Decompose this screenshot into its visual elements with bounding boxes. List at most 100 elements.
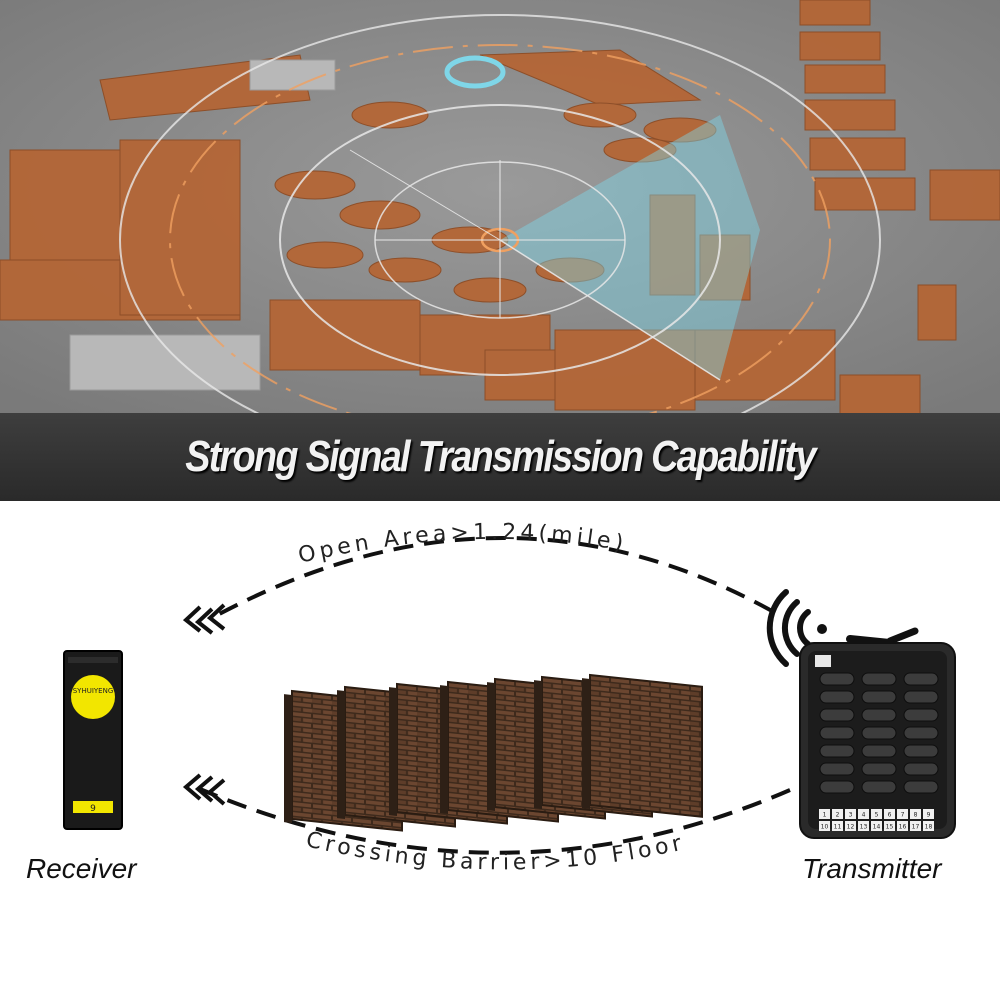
receiver-label: Receiver [26, 853, 137, 884]
building-block [9, 149, 121, 261]
title-banner: Strong Signal Transmission Capability [0, 413, 1000, 501]
keypad-key-label: 5 [875, 812, 879, 819]
building-block [69, 334, 261, 391]
antenna [886, 627, 919, 645]
building-block [699, 234, 751, 301]
keypad-key[interactable]: 9 [923, 809, 934, 819]
keypad-key-label: 6 [888, 812, 892, 819]
keypad-key[interactable]: 18 [923, 821, 934, 831]
pager-slot [819, 726, 855, 740]
receiver-number: 9 [90, 804, 96, 814]
keypad-key-label: 2 [836, 812, 840, 819]
keypad-key[interactable]: 15 [884, 821, 895, 831]
pager-slot [903, 762, 939, 776]
keypad-key[interactable]: 7 [897, 809, 908, 819]
pager-slot [903, 744, 939, 758]
booth-ellipse [453, 277, 527, 303]
keypad-key-label: 16 [899, 824, 907, 831]
keypad-key[interactable]: 5 [871, 809, 882, 819]
booth-ellipse [274, 170, 356, 200]
booth-ellipse [368, 257, 442, 283]
building-block [804, 64, 886, 94]
keypad-key[interactable]: 12 [845, 821, 856, 831]
pager-slot [903, 672, 939, 686]
wifi-signal-icon [766, 589, 827, 667]
building-block [479, 49, 702, 106]
keypad-key[interactable]: 8 [910, 809, 921, 819]
indicator-light [815, 655, 831, 667]
transmitter-label: Transmitter [802, 853, 942, 884]
keypad-key-label: 14 [873, 824, 881, 831]
keypad-key-label: 9 [927, 812, 931, 819]
keypad-key[interactable]: 2 [832, 809, 843, 819]
floor-map-illustration [0, 0, 1000, 415]
keypad-key[interactable]: 6 [884, 809, 895, 819]
arrowhead-left-icon [182, 603, 226, 635]
receiver-number-plate [73, 801, 113, 813]
pager-slot [819, 744, 855, 758]
pager-slot [819, 762, 855, 776]
keypad-key-label: 11 [834, 824, 842, 831]
brick-wall-icon [284, 673, 703, 832]
keypad-key[interactable]: 4 [858, 809, 869, 819]
keypad-key[interactable]: 1 [819, 809, 830, 819]
booth-ellipse [535, 257, 605, 283]
building-block [804, 99, 896, 131]
pager-slot [861, 708, 897, 722]
building-block [554, 329, 696, 411]
pager-slot [861, 744, 897, 758]
building-block [929, 169, 1000, 221]
building-block [694, 329, 836, 401]
building-block [839, 374, 921, 415]
building-block [249, 59, 336, 91]
radar-sweep [500, 115, 760, 380]
keypad-key[interactable]: 3 [845, 809, 856, 819]
pager-slot [861, 726, 897, 740]
keypad-key-label: 15 [886, 824, 894, 831]
receiver-device: SYHUIYENG 9 [63, 650, 123, 830]
pager-slot [819, 780, 855, 794]
booth-ellipse [563, 102, 637, 128]
keypad-key[interactable]: 16 [897, 821, 908, 831]
pager-slot [819, 672, 855, 686]
booth-ellipse [339, 200, 421, 230]
keypad-key[interactable]: 11 [832, 821, 843, 831]
building-block [799, 31, 881, 61]
building-block [917, 284, 957, 341]
barrier-range-label: Crossing Barrier>10 Floor [304, 828, 688, 876]
pager-slot [819, 708, 855, 722]
building-block [799, 0, 871, 26]
pager-slot [903, 708, 939, 722]
keypad-key-label: 3 [849, 812, 853, 819]
booth-ellipse [603, 137, 677, 163]
booth-ellipse [643, 117, 717, 143]
booth-ellipse [351, 101, 429, 129]
transmission-diagram: Open Area>1.24(mile) Crossing Barrier>10… [0, 501, 1000, 1000]
keypad-key[interactable]: 14 [871, 821, 882, 831]
keypad-key[interactable]: 13 [858, 821, 869, 831]
pager-slot [861, 780, 897, 794]
pager-slot [903, 690, 939, 704]
building-block [649, 194, 696, 296]
pager-slot [861, 762, 897, 776]
keypad-key-label: 8 [914, 812, 918, 819]
keypad-key-label: 13 [860, 824, 868, 831]
keypad-key[interactable]: 17 [910, 821, 921, 831]
map-grey-blocks [69, 59, 336, 391]
keypad-key-label: 7 [901, 812, 905, 819]
pager-slot [903, 726, 939, 740]
banner-title: Strong Signal Transmission Capability [185, 432, 816, 481]
arrowhead-left-icon [182, 773, 226, 806]
receiver-brand: SYHUIYENG [73, 687, 114, 695]
diagram-canvas: Open Area>1.24(mile) Crossing Barrier>10… [63, 520, 956, 876]
keypad-key-label: 18 [925, 824, 933, 831]
building-block [814, 177, 916, 211]
pager-slot [903, 780, 939, 794]
keypad-key-label: 17 [912, 824, 920, 831]
pager-slot [819, 690, 855, 704]
keypad-key[interactable]: 10 [819, 821, 830, 831]
pager-slots [819, 672, 939, 794]
